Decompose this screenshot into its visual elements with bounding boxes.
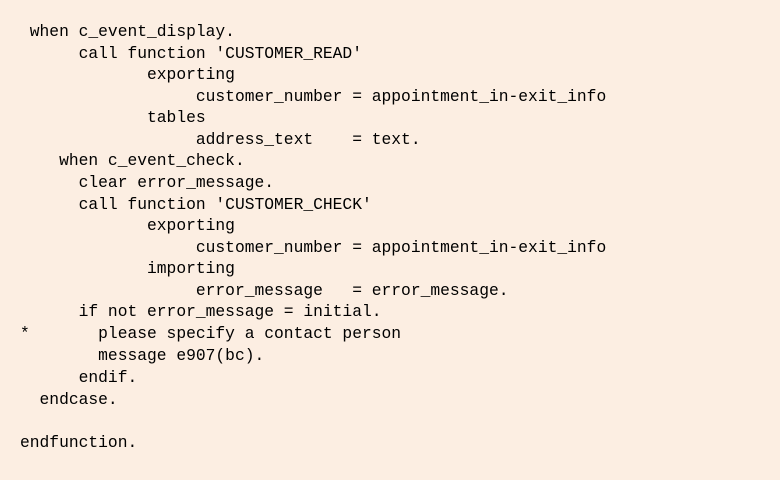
code-comment-line: * please specify a contact person [20, 324, 402, 343]
code-line: exporting [20, 65, 235, 84]
code-line: address_text = text. [20, 130, 421, 149]
code-line: when c_event_display. [20, 22, 235, 41]
code-line: if not error_message = initial. [20, 302, 382, 321]
code-line: tables [20, 108, 206, 127]
code-line: exporting [20, 216, 235, 235]
code-line: when c_event_check. [20, 151, 245, 170]
code-line: call function 'CUSTOMER_CHECK' [20, 195, 372, 214]
code-line: importing [20, 259, 235, 278]
code-line: message e907(bc). [20, 346, 265, 365]
code-line: clear error_message. [20, 173, 275, 192]
code-line: customer_number = appointment_in-exit_in… [20, 238, 607, 257]
code-line: call function 'CUSTOMER_READ' [20, 44, 362, 63]
code-line: error_message = error_message. [20, 281, 509, 300]
code-line: endfunction. [20, 433, 138, 452]
code-line: endcase. [20, 390, 118, 409]
code-line: endif. [20, 368, 138, 387]
code-line: customer_number = appointment_in-exit_in… [20, 87, 607, 106]
